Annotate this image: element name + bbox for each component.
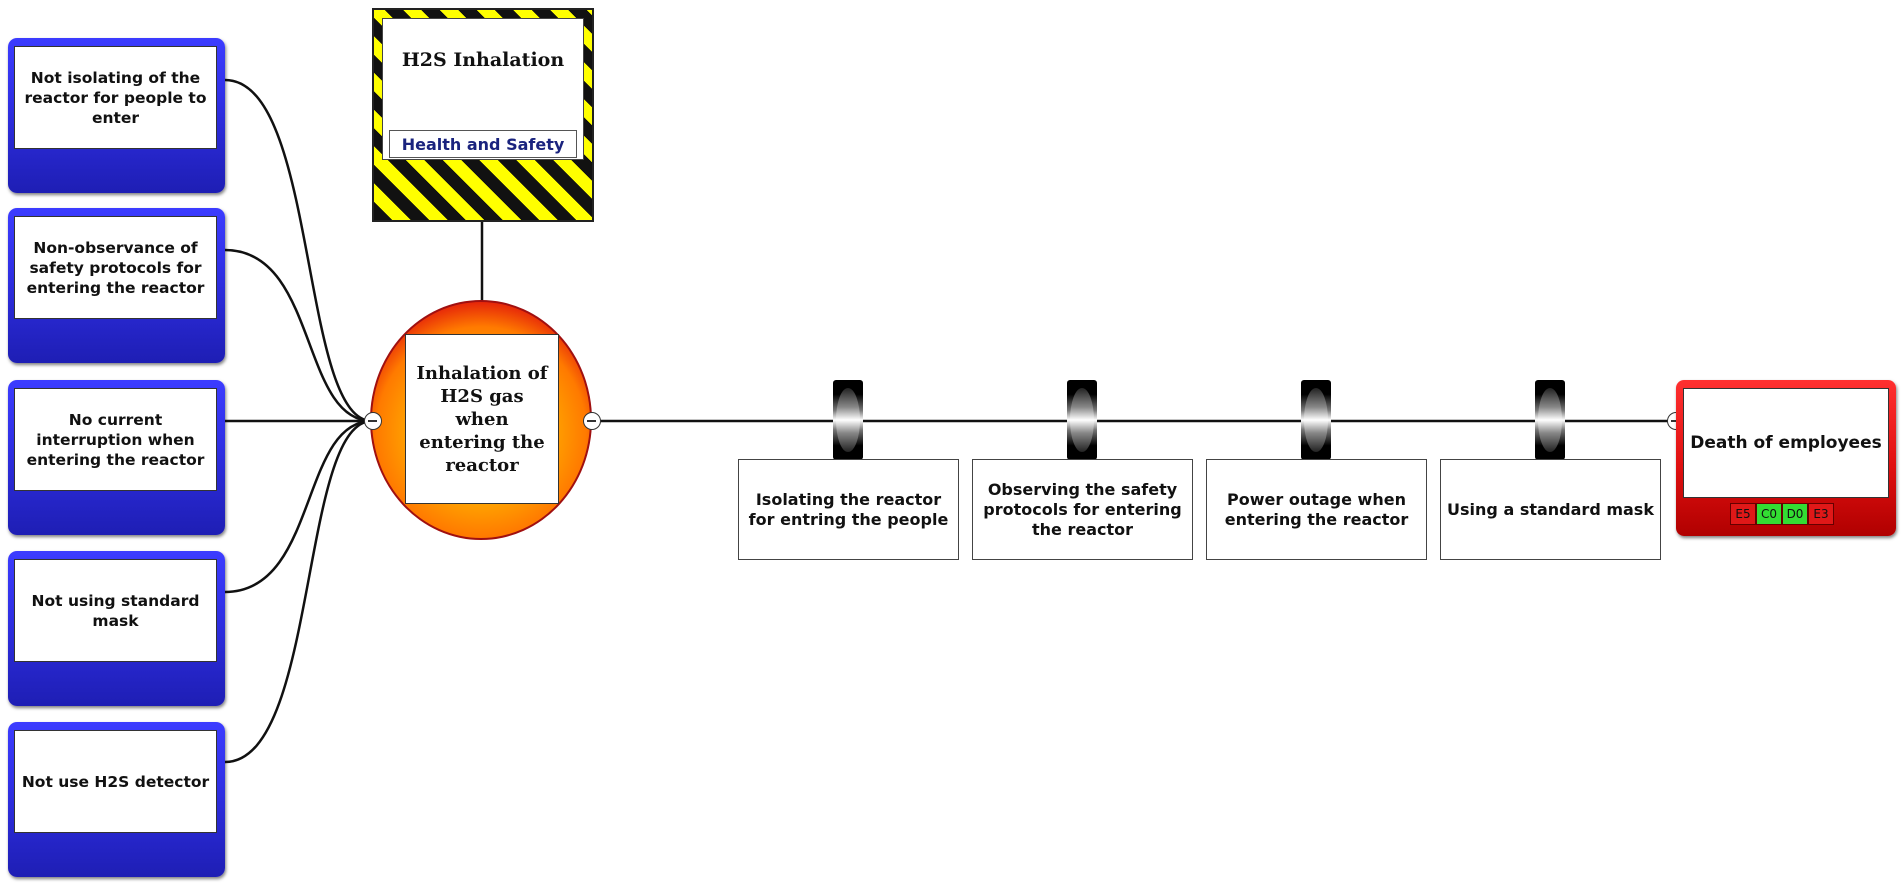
threat-box-5[interactable]: Not use H2S detector — [8, 722, 225, 877]
risk-matrix: E5 C0 D0 E3 — [1730, 503, 1834, 525]
collapse-right-icon[interactable] — [583, 412, 601, 430]
top-event-circle[interactable]: Inhalation of H2S gas when entering the … — [370, 300, 592, 540]
threat-label: Non-observance of safety protocols for e… — [14, 216, 217, 319]
barrier-label-2[interactable]: Observing the safety protocols for enter… — [972, 459, 1193, 560]
threat-label: No current interruption when entering th… — [14, 388, 217, 491]
risk-cell-d0: D0 — [1782, 503, 1808, 525]
barrier-label-1[interactable]: Isolating the reactor for entring the pe… — [738, 459, 959, 560]
consequence-box[interactable]: Death of employees E5 C0 D0 E3 — [1676, 380, 1896, 536]
hazard-category: Health and Safety — [389, 130, 577, 158]
threat-box-4[interactable]: Not using standard mask — [8, 551, 225, 706]
barrier-icon[interactable] — [833, 380, 863, 460]
threat-connector-2 — [224, 248, 373, 423]
hazard-panel: H2S Inhalation Health and Safety — [382, 18, 584, 160]
barrier-icon[interactable] — [1301, 380, 1331, 460]
threat-connector-5 — [224, 419, 373, 764]
risk-cell-e5: E5 — [1730, 503, 1756, 525]
barrier-label-3[interactable]: Power outage when entering the reactor — [1206, 459, 1427, 560]
threat-label: Not use H2S detector — [14, 730, 217, 833]
hazard-title: H2S Inhalation — [401, 49, 565, 71]
barrier-icon[interactable] — [1535, 380, 1565, 460]
risk-cell-c0: C0 — [1756, 503, 1782, 525]
threat-box-1[interactable]: Not isolating of the reactor for people … — [8, 38, 225, 193]
threat-box-3[interactable]: No current interruption when entering th… — [8, 380, 225, 535]
barrier-label-4[interactable]: Using a standard mask — [1440, 459, 1661, 560]
hazard-box[interactable]: H2S Inhalation Health and Safety — [372, 8, 594, 222]
threat-box-2[interactable]: Non-observance of safety protocols for e… — [8, 208, 225, 363]
collapse-left-icon[interactable] — [364, 412, 382, 430]
risk-cell-e3: E3 — [1808, 503, 1834, 525]
threat-connector-4 — [224, 419, 373, 594]
top-event-label: Inhalation of H2S gas when entering the … — [405, 334, 559, 504]
threat-connector-1 — [224, 78, 373, 423]
threat-label: Not isolating of the reactor for people … — [14, 46, 217, 149]
barrier-icon[interactable] — [1067, 380, 1097, 460]
threat-label: Not using standard mask — [14, 559, 217, 662]
consequence-label: Death of employees — [1683, 388, 1889, 498]
